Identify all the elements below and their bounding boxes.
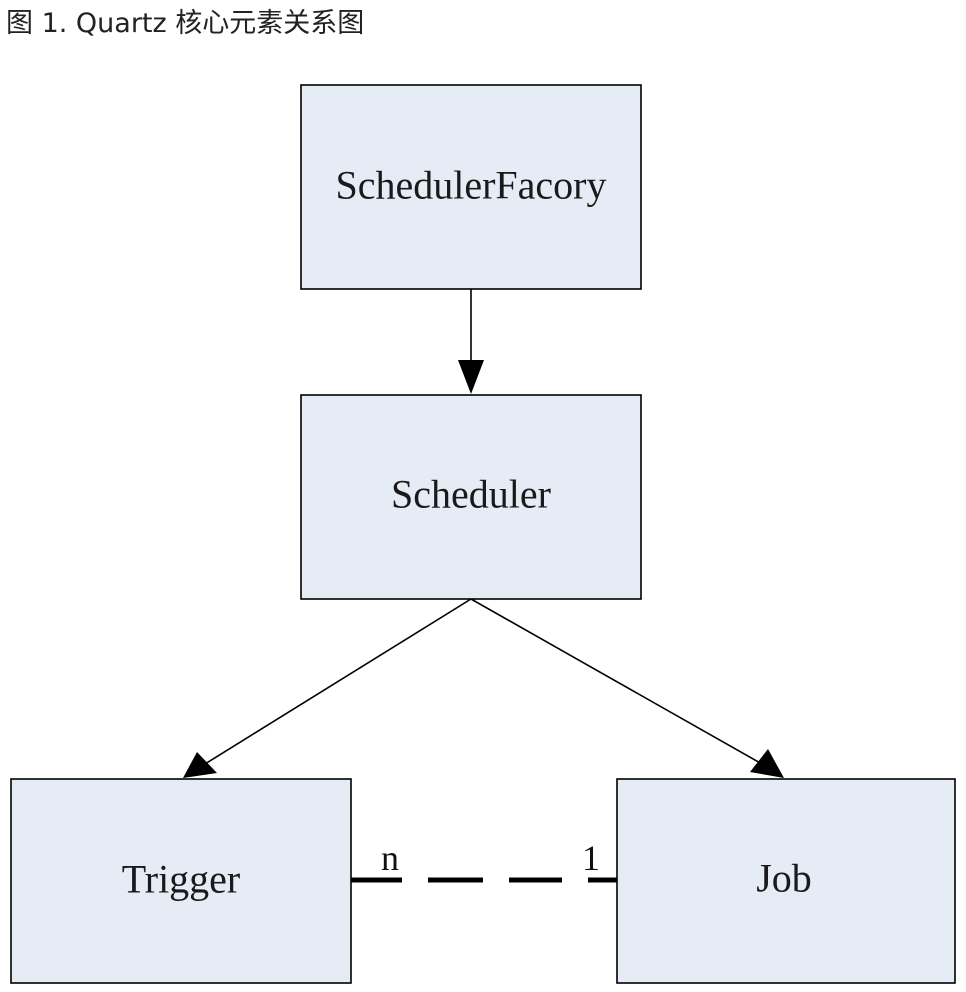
node-scheduler: Scheduler: [300, 394, 642, 600]
edge-scheduler-to-trigger: [204, 598, 472, 765]
node-label-scheduler-factory: SchedulerFacory: [335, 163, 606, 208]
node-trigger: Trigger: [10, 778, 352, 984]
arrowhead-icon: [458, 360, 484, 394]
node-label-trigger: Trigger: [122, 857, 241, 902]
figure-caption: 图 1. Quartz 核心元素关系图: [6, 8, 365, 39]
node-label-job: Job: [756, 856, 812, 901]
node-scheduler-factory: SchedulerFacory: [300, 84, 642, 290]
node-job: Job: [616, 778, 956, 984]
arrowhead-icon: [750, 749, 784, 778]
arrowhead-icon: [183, 752, 217, 778]
node-label-scheduler: Scheduler: [391, 472, 551, 517]
edge-scheduler-to-job: [470, 598, 763, 765]
multiplicity-n: n: [381, 838, 399, 878]
multiplicity-1: 1: [582, 838, 600, 878]
